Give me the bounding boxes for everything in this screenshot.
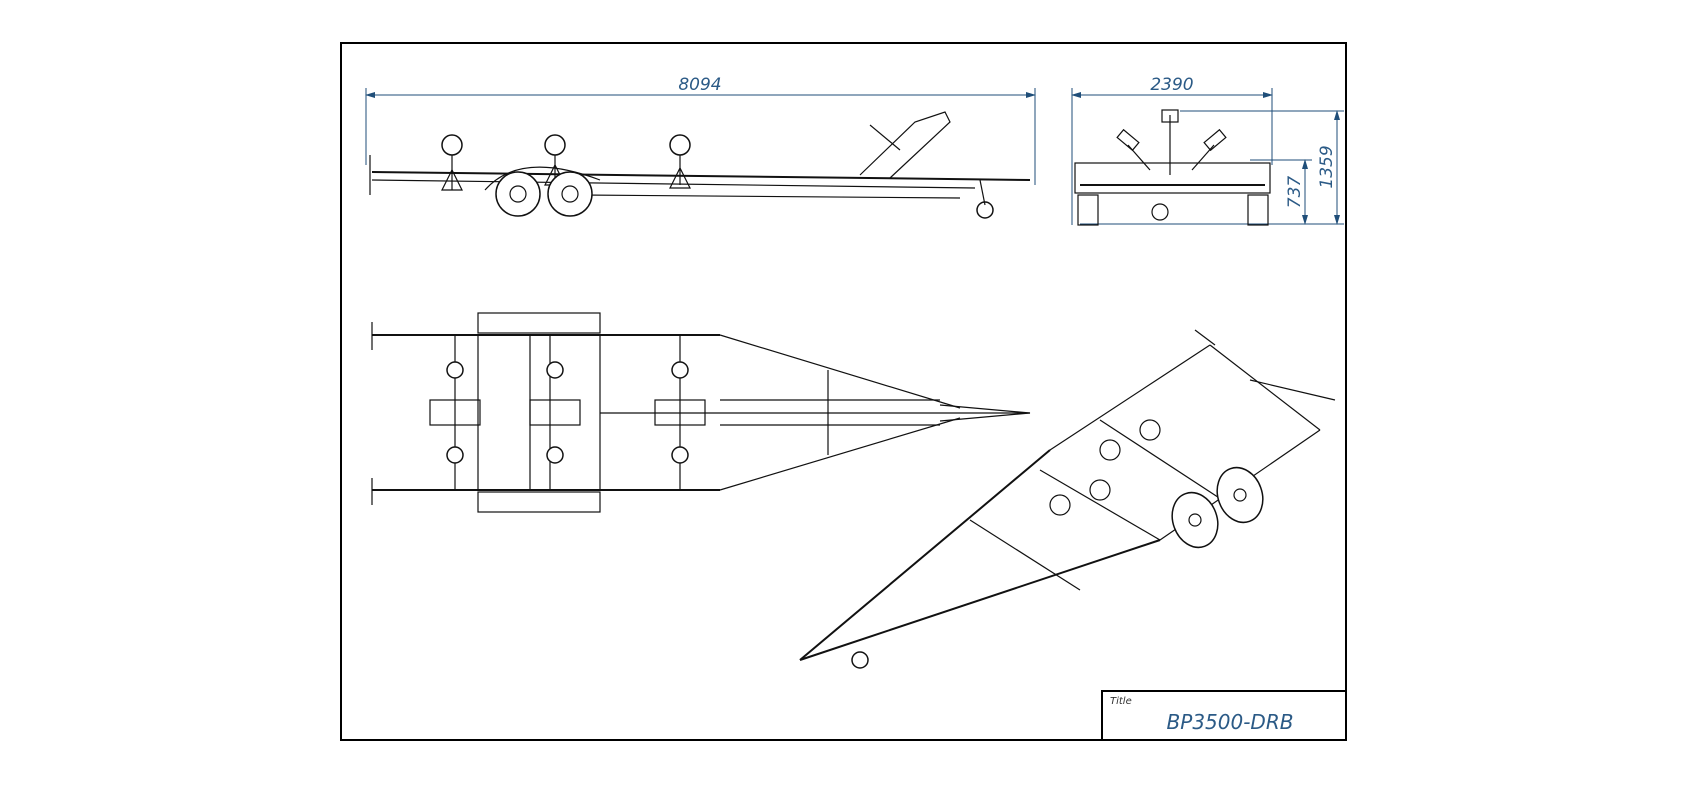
- sheet-border: [340, 42, 1347, 741]
- top-view: [371, 312, 1031, 513]
- side-view: [369, 111, 1031, 219]
- wheel-icon: [495, 171, 541, 217]
- dimension-deck-height-text: 737: [1285, 176, 1305, 209]
- title-value: BP3500-DRB: [1167, 710, 1294, 734]
- dimension-height-text: 1359: [1317, 145, 1337, 188]
- dimension-height: 1359: [1080, 110, 1344, 225]
- dimension-width: 2390: [1071, 75, 1273, 225]
- title-block: Title BP3500-DRB: [1101, 690, 1347, 741]
- wheel-icon: [1171, 491, 1219, 549]
- wheel-icon: [1216, 466, 1264, 524]
- dimension-length-text: 8094: [678, 75, 721, 95]
- wheel-icon: [547, 171, 593, 217]
- dimension-deck-height: 737: [1250, 159, 1312, 225]
- title-label: Title: [1110, 696, 1132, 707]
- dimension-length: 8094: [365, 75, 1036, 185]
- dimension-width-text: 2390: [1150, 75, 1193, 95]
- isometric-view: [799, 329, 1336, 669]
- end-view: [1074, 109, 1271, 226]
